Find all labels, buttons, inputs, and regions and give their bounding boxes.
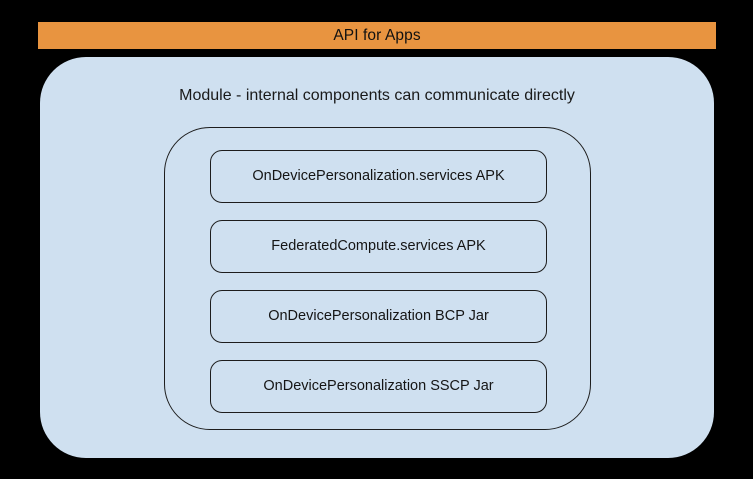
component-box-label: OnDevicePersonalization.services APK xyxy=(252,168,505,185)
component-box-ondevicepersonalization-bcp-jar: OnDevicePersonalization BCP Jar xyxy=(210,290,547,343)
api-for-apps-banner-label: API for Apps xyxy=(333,26,421,44)
component-box-federatedcompute-services-apk: FederatedCompute.services APK xyxy=(210,220,547,273)
component-box-label: FederatedCompute.services APK xyxy=(271,238,486,255)
component-box-ondevicepersonalization-sscp-jar: OnDevicePersonalization SSCP Jar xyxy=(210,360,547,413)
api-for-apps-banner: API for Apps xyxy=(38,22,716,49)
component-box-ondevicepersonalization-services-apk: OnDevicePersonalization.services APK xyxy=(210,150,547,203)
module-panel: Module - internal components can communi… xyxy=(40,57,714,458)
component-box-label: OnDevicePersonalization BCP Jar xyxy=(268,308,489,325)
module-caption: Module - internal components can communi… xyxy=(179,87,575,104)
internal-components-container: OnDevicePersonalization.services APK Fed… xyxy=(164,127,591,430)
component-box-list: OnDevicePersonalization.services APK Fed… xyxy=(210,150,547,413)
component-box-label: OnDevicePersonalization SSCP Jar xyxy=(263,378,494,395)
